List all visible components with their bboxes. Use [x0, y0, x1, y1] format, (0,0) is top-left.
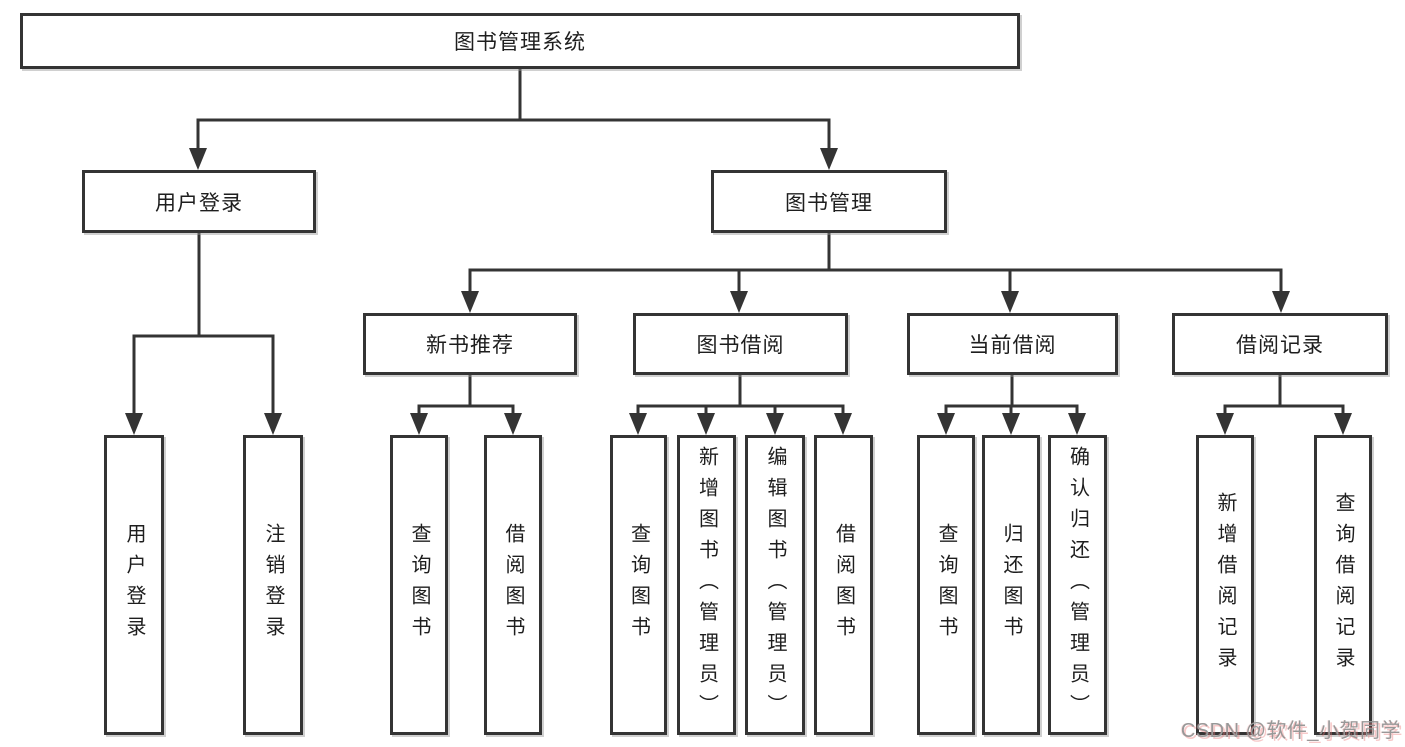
node-user-login: 用户登录 — [82, 170, 316, 233]
node-book-borrow: 图书借阅 — [633, 313, 848, 375]
connector-current-to-leaves — [944, 375, 1079, 414]
node-root: 图书管理系统 — [20, 13, 1020, 69]
connector-bookmgmt-to-level3 — [468, 233, 1283, 292]
leaf-records-add-record: 新增借阅记录 — [1196, 435, 1254, 735]
leaf-borrow-add-books-admin: 新增图书（管理员） — [677, 435, 736, 735]
leaf-user-login: 用户登录 — [104, 435, 164, 735]
node-current-borrow: 当前借阅 — [907, 313, 1118, 375]
connector-records-to-leaves — [1223, 375, 1345, 414]
leaf-current-return-books: 归还图书 — [982, 435, 1040, 735]
leaf-borrow-query-books: 查询图书 — [610, 435, 667, 735]
leaf-recommend-query-books: 查询图书 — [390, 435, 448, 735]
leaf-borrow-borrow-books: 借阅图书 — [814, 435, 873, 735]
leaf-records-query-record: 查询借阅记录 — [1314, 435, 1372, 735]
leaf-logout: 注销登录 — [243, 435, 303, 735]
leaf-recommend-borrow-books: 借阅图书 — [484, 435, 542, 735]
arrowheads — [125, 148, 1352, 435]
node-new-book-recommend: 新书推荐 — [363, 313, 577, 375]
watermark: CSDN @软件_小贺同学 — [1180, 720, 1401, 742]
node-book-management: 图书管理 — [711, 170, 947, 233]
leaf-borrow-edit-books-admin: 编辑图书（管理员） — [745, 435, 805, 735]
connector-recommend-to-leaves — [417, 375, 515, 414]
node-borrow-records: 借阅记录 — [1172, 313, 1388, 375]
connector-borrow-to-leaves — [636, 375, 845, 414]
connector-root-to-level2 — [196, 68, 831, 150]
connector-userlogin-to-leaves — [132, 233, 275, 414]
leaf-current-query-books: 查询图书 — [917, 435, 975, 735]
leaf-current-confirm-return-admin: 确认归还（管理员） — [1048, 435, 1107, 735]
